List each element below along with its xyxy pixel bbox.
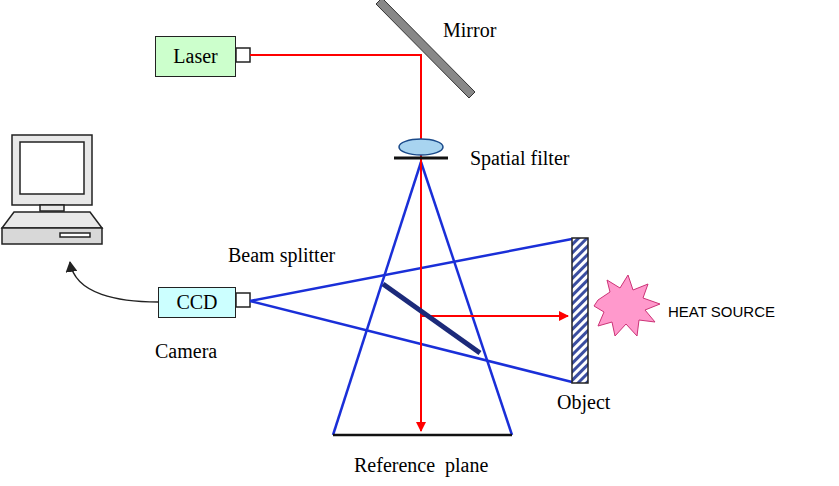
part-label: Reference plane — [354, 455, 488, 475]
object-plate — [572, 238, 588, 383]
data-cable — [70, 262, 158, 302]
device-name: Laser — [173, 45, 217, 68]
laser-port — [236, 48, 250, 62]
part-label: Beam splitter — [228, 245, 335, 265]
spatial-filter-lens — [399, 139, 443, 155]
part-label: Object — [557, 392, 610, 412]
beam-splitter — [383, 284, 480, 353]
device-name: CCD — [176, 291, 217, 314]
part-label: Camera — [155, 341, 217, 361]
part-label: HEAT SOURCE — [668, 304, 775, 319]
object-beam — [421, 315, 568, 317]
laser-beam — [250, 55, 421, 140]
light-cone — [250, 162, 572, 435]
reference-plane — [333, 434, 512, 437]
device-box: Laser — [155, 36, 236, 77]
camera-lens — [236, 293, 250, 307]
spatial-filter-pinhole — [394, 157, 448, 160]
device-box: CCD — [158, 287, 236, 318]
part-label: Spatial filter — [470, 148, 569, 168]
heat-source-star — [594, 275, 660, 336]
reference-beam — [420, 155, 422, 431]
part-label: Mirror — [443, 20, 496, 40]
mirror — [376, 0, 475, 98]
computer-icon — [2, 135, 102, 244]
